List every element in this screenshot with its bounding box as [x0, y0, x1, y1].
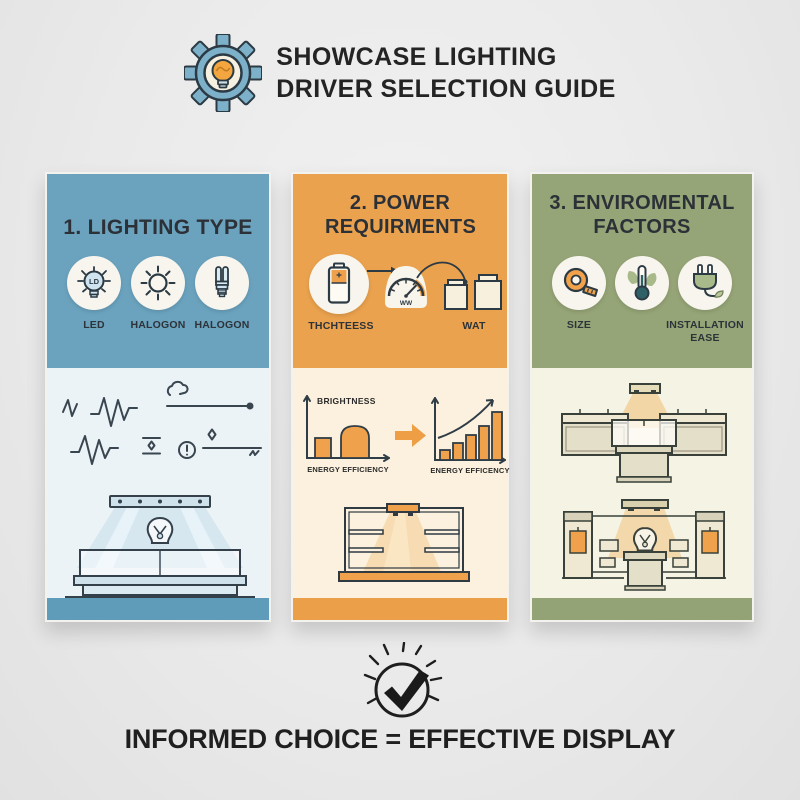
environmental-footer-strip: [532, 598, 752, 620]
page-title: SHOWCASE LIGHTING DRIVER SELECTION GUIDE: [276, 41, 615, 105]
tagline: INFORMED CHOICE = EFFECTIVE DISPLAY: [124, 724, 676, 754]
svg-text:ENERGY EFFICENCY: ENERGY EFFICENCY: [430, 466, 509, 475]
power-footer-strip: [293, 598, 507, 620]
power-label-battery: THCHTEESS: [308, 320, 374, 332]
power-title: 2. POWER REQUIRMENTS: [325, 192, 477, 238]
lighting-type-title: 1. LIGHTING TYPE: [63, 216, 253, 239]
lighting-type-body: [47, 368, 269, 598]
gear-lightbulb-icon: [184, 34, 263, 112]
measuring-tape-icon: [552, 256, 606, 310]
lighting-item-cfl: HALOGON: [191, 256, 253, 332]
display-counters-green: [561, 383, 727, 483]
environmental-label-installation: INSTALLATION EASE: [666, 319, 744, 345]
led-bulb-icon: LD: [67, 256, 121, 310]
environmental-header: 3. ENVIROMENTAL FACTORS SIZE: [532, 174, 752, 368]
check-circle-icon: [363, 642, 443, 718]
environmental-title: 3. ENVIROMENTAL FACTORS: [549, 192, 735, 238]
svg-text:WW: WW: [400, 300, 413, 307]
lighting-item-led: LD LED: [63, 256, 125, 332]
eco-plug-icon: [678, 256, 732, 310]
svg-text:LD: LD: [89, 277, 100, 286]
lighting-label-led: LED: [83, 319, 105, 331]
environmental-body: [532, 368, 752, 598]
page-title-line1: SHOWCASE LIGHTING: [276, 43, 557, 71]
battery-icon: [309, 254, 369, 314]
column-lighting-type: 1. LIGHTING TYPE LD: [45, 172, 271, 622]
cfl-bulb-icon: [195, 256, 249, 310]
lighting-label-halogen-1: HALOGON: [130, 319, 186, 331]
gauge-icon: WW: [385, 266, 427, 308]
lighting-label-halogen-2: HALOGON: [194, 319, 250, 331]
driver-waveform-doodles: [62, 380, 262, 465]
display-cabinet-orange: [338, 503, 470, 582]
efficiency-charts: BRIGHTNESS ENERGY EFFICIENCY: [303, 395, 509, 475]
environmental-item-temperature: [611, 256, 673, 345]
power-icons: WW: [293, 254, 507, 318]
column-environmental-factors: 3. ENVIROMENTAL FACTORS SIZE: [530, 172, 754, 622]
environmental-item-size: SIZE: [548, 256, 610, 345]
svg-text:BRIGHTNESS: BRIGHTNESS: [317, 396, 376, 406]
svg-text:ENERGY EFFICIENCY: ENERGY EFFICIENCY: [307, 465, 389, 474]
halogen-sun-icon: [131, 256, 185, 310]
jewelry-showcase-blue: [65, 495, 255, 598]
environmental-item-installation: INSTALLATION EASE: [666, 256, 744, 345]
power-label-watt: WAT: [462, 320, 486, 332]
lighting-item-halogen: HALOGON: [127, 256, 189, 332]
lighting-type-icons: LD LED: [47, 256, 269, 332]
containers-icon: [444, 274, 502, 310]
page-title-line2: DRIVER SELECTION GUIDE: [276, 75, 616, 103]
thermometer-leaf-icon: [615, 256, 669, 310]
column-power-requirements: 2. POWER REQUIRMENTS: [291, 172, 509, 622]
transition-arrow-icon: [395, 424, 426, 447]
jewelry-wall-green: [562, 499, 726, 591]
environmental-label-size: SIZE: [566, 319, 592, 331]
lighting-type-footer-strip: [47, 598, 269, 620]
environmental-icons: SIZE: [532, 256, 752, 345]
power-body: BRIGHTNESS ENERGY EFFICIENCY: [293, 368, 509, 598]
lighting-type-header: 1. LIGHTING TYPE LD: [47, 174, 269, 368]
app-header: SHOWCASE LIGHTING DRIVER SELECTION GUIDE: [0, 34, 800, 112]
power-header: 2. POWER REQUIRMENTS: [293, 174, 507, 368]
